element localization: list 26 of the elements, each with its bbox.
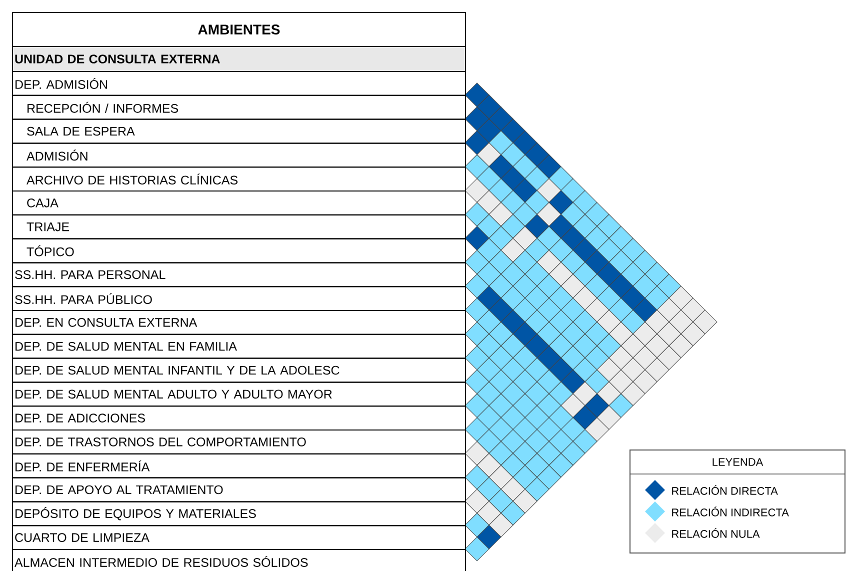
table-row: ALMACEN INTERMEDIO DE RESIDUOS SÓLIDOS [12, 549, 466, 571]
table-row: ADMISIÓN [12, 142, 466, 168]
table-row: DEP. DE APOYO AL TRATAMIENTO [12, 477, 466, 502]
legend-label: RELACIÓN DIRECTA [672, 485, 778, 495]
table-row: DEP. ADMISIÓN [12, 71, 466, 96]
section-header-row: UNIDAD DE CONSULTA EXTERNA [12, 46, 466, 72]
legend-label: RELACIÓN INDIRECTA [672, 506, 789, 516]
table-row: CAJA [12, 190, 466, 216]
table-row: DEP. EN CONSULTA EXTERNA [12, 310, 466, 335]
table-row: SALA DE ESPERA [12, 118, 466, 144]
table-row: SS.HH. PARA PÚBLICO [12, 286, 466, 311]
table-row: RECEPCIÓN / INFORMES [12, 94, 466, 120]
legend-label: RELACIÓN NULA [672, 528, 760, 538]
table-row: TÓPICO [12, 238, 466, 264]
table-row: CUARTO DE LIMPIEZA [12, 525, 466, 550]
table-row: ARCHIVO DE HISTORIAS CLÍNICAS [12, 166, 466, 192]
table-row: SS.HH. PARA PERSONAL [12, 262, 466, 288]
table-row: DEP. DE SALUD MENTAL EN FAMILIA [12, 334, 466, 359]
legend-heading: LEYENDA [712, 458, 764, 466]
table-row: TRIAJE [12, 214, 466, 240]
table-row: DEPÓSITO DE EQUIPOS Y MATERIALES [12, 501, 466, 526]
table-row: DEP. DE SALUD MENTAL INFANTIL Y DE LA ADOLESC [12, 358, 466, 383]
table-row: DEP. DE ADICCIONES [12, 406, 466, 430]
table-row: DEP. DE TRASTORNOS DEL COMPORTAMIENTO [12, 430, 466, 454]
table-row: DEP. DE ENFERMERÍA [12, 453, 466, 478]
table-row: DEP. DE SALUD MENTAL ADULTO Y ADULTO MAYOR [12, 382, 466, 407]
